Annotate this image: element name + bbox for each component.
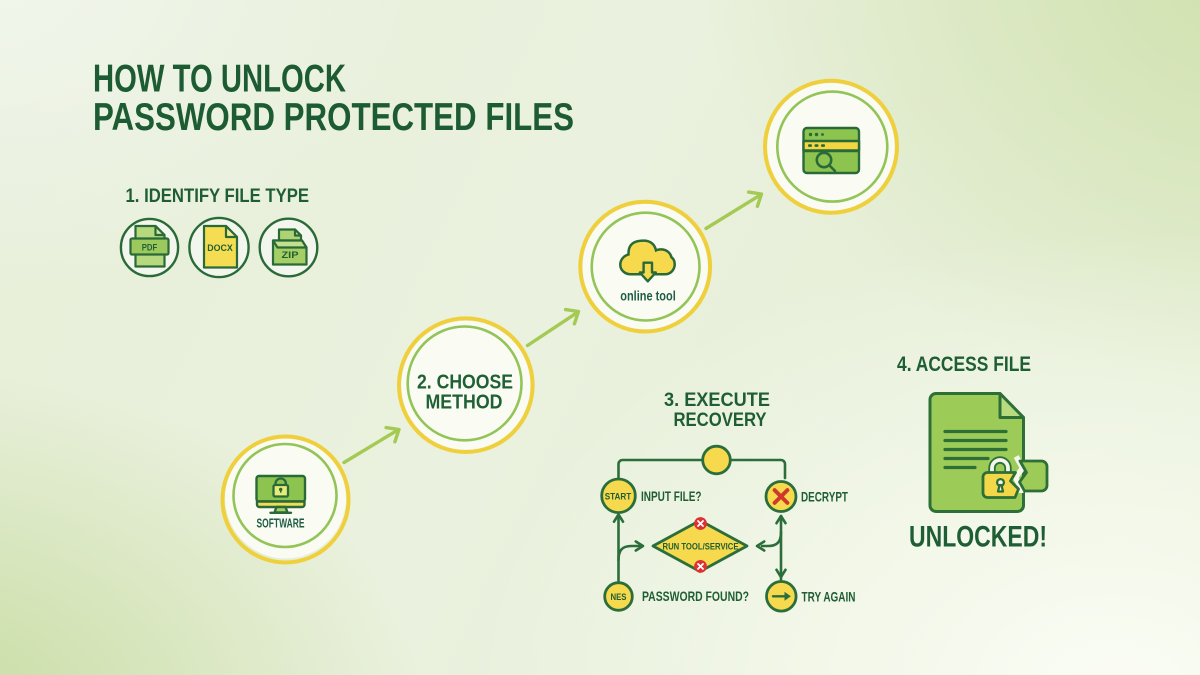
svg-text:online tool: online tool (620, 289, 676, 304)
svg-text:DECRYPT: DECRYPT (801, 488, 848, 504)
svg-text:1. IDENTIFY FILE TYPE: 1. IDENTIFY FILE TYPE (126, 186, 310, 207)
svg-text:HOW TO UNLOCK: HOW TO UNLOCK (93, 58, 346, 101)
svg-text:START: START (605, 491, 632, 502)
svg-text:SOFTWARE: SOFTWARE (257, 517, 305, 531)
svg-text:UNLOCKED!: UNLOCKED! (909, 521, 1047, 554)
svg-text:METHOD: METHOD (426, 392, 503, 414)
svg-text:RECOVERY: RECOVERY (674, 409, 767, 431)
svg-text:NES: NES (611, 592, 627, 602)
svg-text:ZIP: ZIP (282, 250, 299, 260)
svg-text:PDF: PDF (142, 243, 158, 253)
svg-text:RUN TOOL/SERVICE: RUN TOOL/SERVICE (663, 541, 739, 552)
svg-text:DOCX: DOCX (207, 243, 233, 254)
svg-text:INPUT FILE?: INPUT FILE? (641, 488, 702, 504)
svg-text:PASSWORD PROTECTED FILES: PASSWORD PROTECTED FILES (93, 96, 574, 139)
svg-text:3. EXECUTE: 3. EXECUTE (664, 389, 770, 411)
svg-text:PASSWORD FOUND?: PASSWORD FOUND? (642, 588, 749, 604)
svg-text:2. CHOOSE: 2. CHOOSE (417, 372, 513, 394)
svg-text:4. ACCESS FILE: 4. ACCESS FILE (897, 353, 1031, 376)
svg-text:TRY AGAIN: TRY AGAIN (802, 588, 856, 604)
